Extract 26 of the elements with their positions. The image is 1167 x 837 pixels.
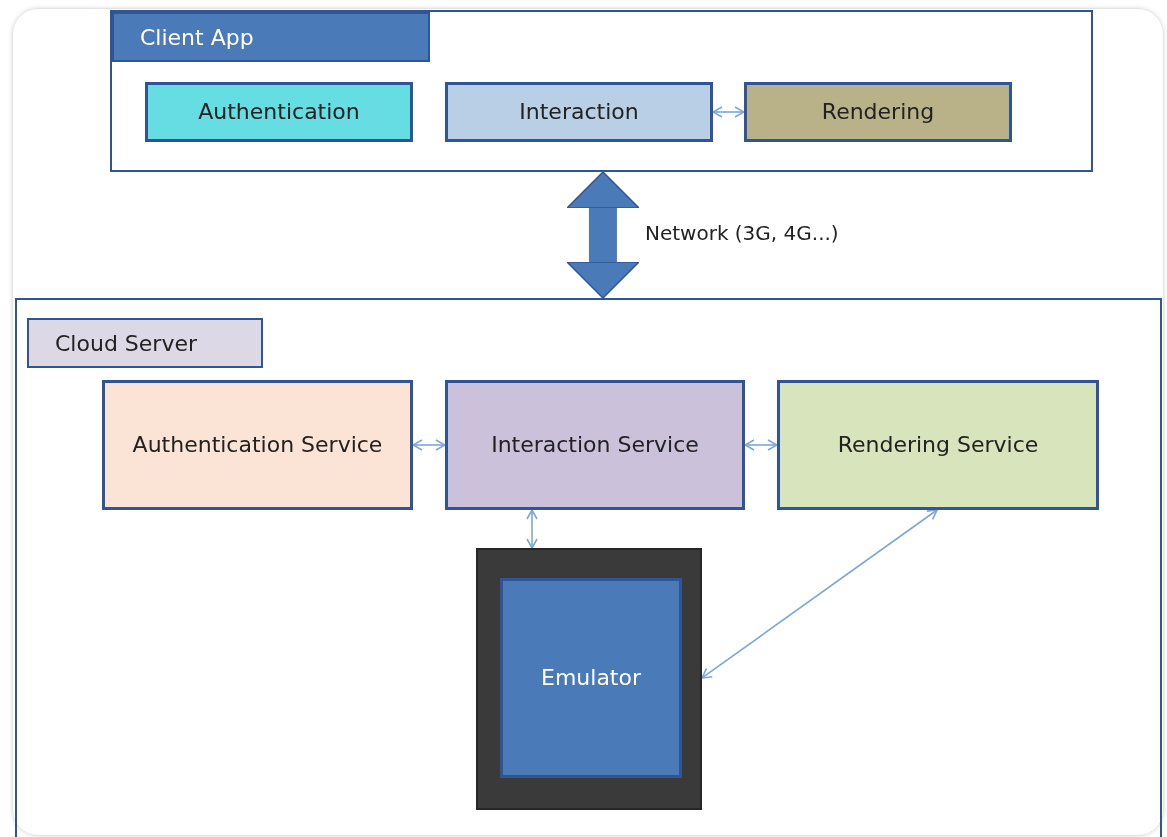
module-box — [145, 82, 413, 142]
cloud-server-container — [15, 298, 1162, 837]
service-box — [102, 380, 413, 510]
emulator-box — [500, 578, 682, 778]
service-box — [777, 380, 1099, 510]
connector-arrow — [701, 509, 938, 679]
container-title: Client App — [112, 12, 430, 62]
connector-arrow — [412, 439, 446, 451]
connector-arrow — [712, 106, 745, 118]
box-label: Emulator — [541, 663, 641, 692]
client-app-container — [110, 10, 1093, 172]
service-box — [445, 380, 745, 510]
module-box — [744, 82, 1012, 142]
box-label: Interaction — [519, 97, 639, 126]
container-title: Cloud Server — [27, 318, 263, 368]
box-label: Interaction Service — [491, 430, 699, 459]
connector-arrow — [526, 509, 538, 549]
device-frame — [476, 548, 702, 810]
box-label: Authentication Service — [132, 430, 383, 459]
edge-label: Network (3G, 4G...) — [644, 221, 839, 245]
box-label: Authentication — [198, 97, 360, 126]
double-block-arrow — [566, 171, 640, 299]
box-label: Rendering — [821, 97, 935, 126]
connector-arrow — [744, 439, 778, 451]
module-box — [445, 82, 713, 142]
box-label: Rendering Service — [837, 430, 1039, 459]
